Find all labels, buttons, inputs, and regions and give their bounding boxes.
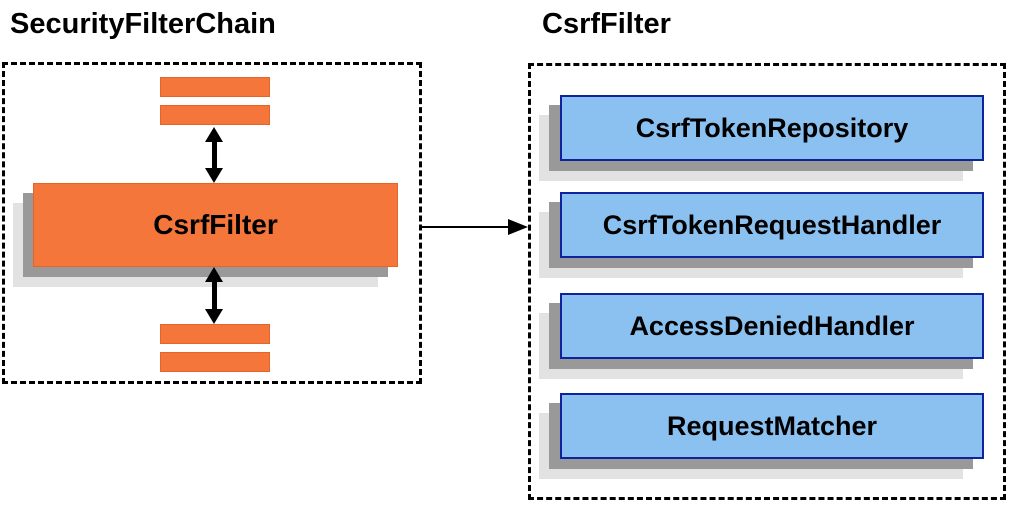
security-filter-chain-container — [2, 62, 422, 384]
component-box-request-matcher: RequestMatcher — [560, 393, 984, 459]
bidirectional-arrow-top-icon — [205, 127, 223, 183]
filter-placeholder-bar-top-1 — [160, 77, 270, 97]
csrf-filter-node-label: CsrfFilter — [153, 209, 278, 240]
csrf-filter-title: CsrfFilter — [542, 8, 671, 40]
component-label: CsrfTokenRepository — [635, 112, 909, 143]
component-label: RequestMatcher — [666, 410, 878, 441]
filter-placeholder-bar-bottom-1 — [160, 324, 270, 344]
filter-placeholder-bar-top-2 — [160, 105, 270, 125]
arrow-shaft — [212, 140, 217, 170]
arrow-shaft — [422, 226, 510, 228]
arrow-up-head-icon — [205, 127, 223, 142]
component-label: AccessDeniedHandler — [629, 310, 915, 341]
component-box-csrf-token-request-handler: CsrfTokenRequestHandler — [560, 192, 984, 258]
bidirectional-arrow-bottom-icon — [205, 267, 223, 324]
arrow-right-head-icon — [508, 219, 528, 235]
arrow-up-head-icon — [205, 267, 223, 282]
component-box-access-denied-handler: AccessDeniedHandler — [560, 293, 984, 359]
filter-placeholder-bar-bottom-2 — [160, 352, 270, 372]
component-label: CsrfTokenRequestHandler — [602, 209, 942, 240]
csrf-filter-container — [528, 63, 1006, 500]
arrow-shaft — [212, 280, 217, 311]
security-filter-chain-title: SecurityFilterChain — [10, 8, 276, 40]
csrf-filter-node: CsrfFilter — [33, 183, 398, 267]
component-box-csrf-token-repository: CsrfTokenRepository — [560, 95, 984, 161]
arrow-down-head-icon — [205, 168, 223, 183]
arrow-down-head-icon — [205, 309, 223, 324]
csrf-filter-link-arrow-icon — [422, 219, 528, 235]
